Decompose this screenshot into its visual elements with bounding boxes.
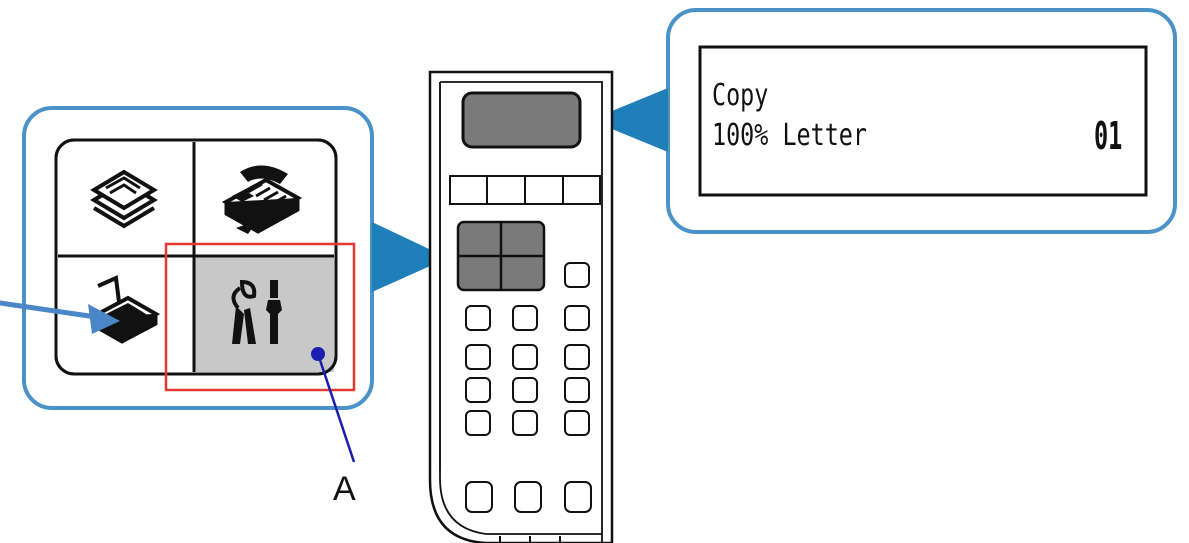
pointing-arrow (0, 300, 120, 334)
lcd-screen (698, 45, 1148, 197)
panel-key[interactable] (465, 481, 493, 513)
lcd-callout (666, 8, 1177, 234)
mode-button-group (54, 138, 338, 376)
panel-key[interactable] (512, 410, 538, 436)
panel-display (461, 91, 582, 149)
mode-callout-pointer (372, 222, 448, 292)
panel-key[interactable] (465, 344, 491, 370)
soft-key-row (449, 175, 601, 205)
panel-bottom-ticks (499, 536, 561, 543)
panel-key[interactable] (465, 410, 491, 436)
panel-key[interactable] (465, 377, 491, 403)
panel-key[interactable] (512, 305, 538, 331)
callout-label-a: A (333, 470, 356, 508)
panel-key[interactable] (564, 481, 592, 513)
lcd-copy-count: 01 (1094, 114, 1123, 158)
panel-key[interactable] (564, 410, 590, 436)
lcd-line-mode: Copy (712, 78, 769, 113)
leader-dot (311, 347, 325, 361)
panel-key[interactable] (564, 305, 590, 331)
panel-key[interactable] (465, 305, 491, 331)
panel-keypad (465, 262, 592, 513)
lcd-callout-pointer (590, 88, 668, 152)
copy-icon (90, 169, 158, 229)
lcd-line-settings: 100% Letter (712, 118, 867, 153)
callout-a-leader (311, 347, 356, 463)
fax-icon (221, 165, 303, 234)
panel-key[interactable] (564, 344, 590, 370)
panel-key[interactable] (512, 377, 538, 403)
setup-mode-button[interactable] (194, 256, 334, 372)
panel-mode-cluster[interactable] (456, 220, 546, 292)
printer-control-panel (428, 70, 614, 543)
setup-tools-icon (231, 279, 282, 344)
panel-key[interactable] (564, 262, 590, 288)
setup-highlight-box (164, 242, 356, 392)
panel-key[interactable] (512, 344, 538, 370)
panel-key[interactable] (514, 481, 542, 513)
panel-key[interactable] (564, 377, 590, 403)
